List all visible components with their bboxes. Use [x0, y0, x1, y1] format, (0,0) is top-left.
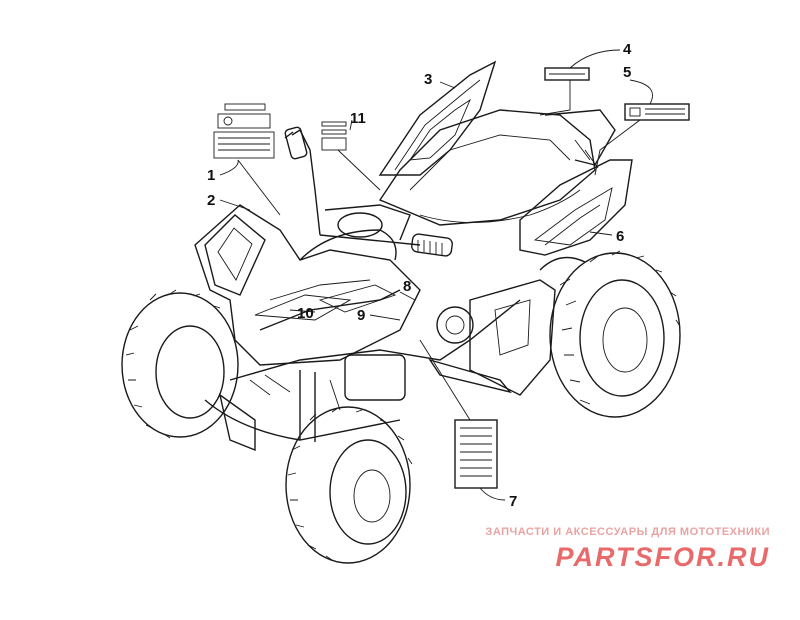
leader-9: [369, 314, 401, 321]
callout-1: 1: [207, 167, 215, 184]
watermark: ЗАПЧАСТИ И АКСЕССУАРЫ ДЛЯ МОТОТЕХНИКИ PA…: [485, 526, 770, 573]
leader-5: [594, 79, 653, 176]
leader-6: [589, 231, 613, 236]
front-left-wheel: [121, 289, 239, 439]
handlebar: [284, 126, 453, 257]
rear-right-wheel: [549, 250, 681, 418]
atv-illustration: [121, 60, 681, 564]
callout-numbers: 1 2 3 4 5 6 7 8 9 10 11: [207, 41, 632, 510]
callout-9: 9: [357, 307, 365, 324]
front-right-wheel: [285, 406, 413, 564]
decal-7-label: [454, 419, 498, 489]
leader-11: [337, 119, 381, 191]
leader-lines: [219, 49, 653, 501]
rear-rack: [544, 109, 616, 169]
callout-5: 5: [623, 64, 631, 81]
callout-2: 2: [207, 192, 215, 209]
leader-3: [439, 81, 456, 89]
watermark-tagline: ЗАПЧАСТИ И АКСЕССУАРЫ ДЛЯ МОТОТЕХНИКИ: [485, 526, 770, 538]
leader-4: [539, 49, 621, 116]
callout-4: 4: [623, 41, 632, 58]
callout-3: 3: [424, 71, 432, 88]
right-side-panel: [428, 279, 556, 396]
callout-6: 6: [616, 228, 624, 245]
leader-10: [289, 309, 316, 313]
leader-1: [219, 159, 281, 216]
callout-8: 8: [403, 278, 411, 295]
rear-left-wheel: [539, 256, 586, 271]
leader-7: [419, 339, 506, 501]
watermark-brand: PARTSFOR.RU: [555, 542, 770, 572]
leader-2: [219, 199, 251, 211]
decal-11-label: [321, 121, 347, 151]
callout-7: 7: [509, 493, 517, 510]
rear-right-panel: [519, 159, 633, 256]
left-side-panel: [378, 60, 497, 176]
decal-thumbnails: [213, 67, 690, 489]
front-fender: [194, 204, 421, 366]
callout-11: 11: [350, 110, 366, 127]
leader-8: [399, 291, 416, 301]
callout-10: 10: [297, 305, 314, 322]
decal-4-label: [544, 67, 590, 81]
decal-1-label: [213, 103, 275, 159]
decal-5-label: [624, 103, 690, 121]
